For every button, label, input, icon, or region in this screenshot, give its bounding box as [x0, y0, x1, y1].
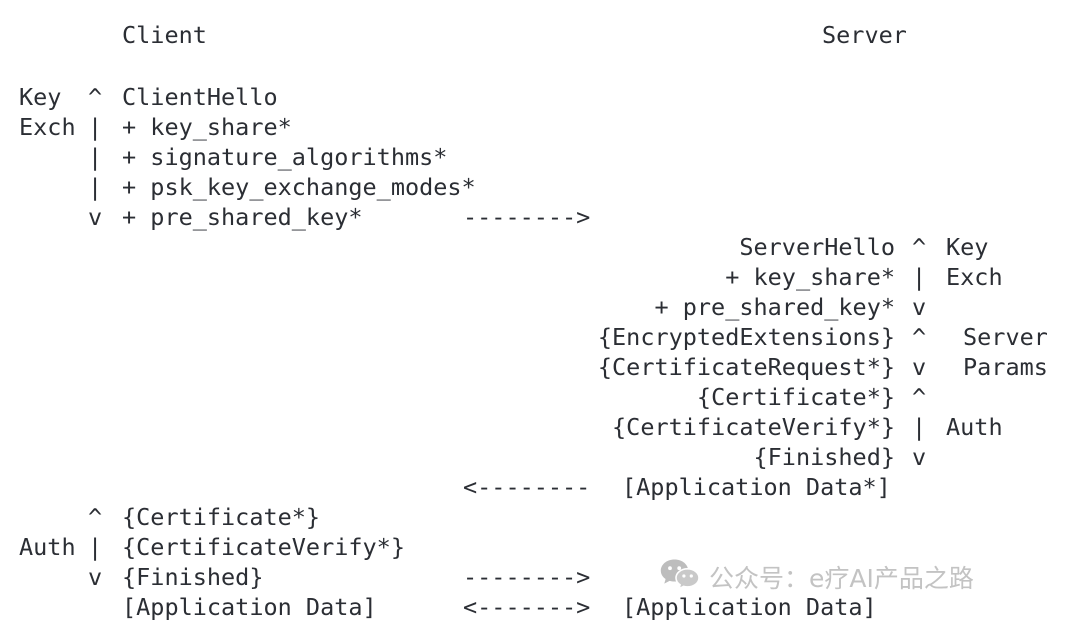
server-message-certificate-request: {CertificateRequest*}	[597, 353, 895, 381]
client-auth-label: Auth	[19, 533, 76, 561]
server-application-data: [Application Data]	[622, 593, 877, 621]
column-header-client: Client	[122, 21, 207, 49]
server-keyexch-spine-2: v	[912, 293, 927, 321]
server-message-encrypted-extensions: {EncryptedExtensions}	[597, 323, 895, 351]
client-auth-spine-0: ^	[88, 503, 103, 531]
client-message-pre-shared-key: + pre_shared_key*	[122, 203, 363, 231]
server-message-certificate-verify: {CertificateVerify*}	[612, 413, 895, 441]
server-auth-spine-0: ^	[912, 383, 927, 411]
server-params-spine-0: ^	[912, 323, 927, 351]
server-message-pre-shared-key: + pre_shared_key*	[654, 293, 895, 321]
server-keyexch-spine-1: |	[912, 263, 927, 291]
server-params-label-line-1: Server	[963, 323, 1048, 351]
server-message-finished: {Finished}	[753, 443, 895, 471]
arrow-server-to-client-1: <--------	[463, 473, 591, 501]
server-params-spine-1: v	[912, 353, 927, 381]
server-message-key-share: + key_share*	[725, 263, 895, 291]
client-message-finished: {Finished}	[122, 563, 264, 591]
client-message-client-hello: ClientHello	[122, 83, 278, 111]
client-keyexch-label-line-1: Key	[19, 83, 62, 111]
server-params-label-line-2: Params	[963, 353, 1048, 381]
client-keyexch-spine-2: |	[88, 143, 103, 171]
server-auth-spine-1: |	[912, 413, 927, 441]
client-keyexch-spine-4: v	[88, 203, 103, 231]
client-message-certificate: {Certificate*}	[122, 503, 321, 531]
server-message-certificate: {Certificate*}	[696, 383, 895, 411]
column-header-server: Server	[822, 21, 907, 49]
arrow-bidirectional-application-data: <------->	[463, 593, 591, 621]
client-message-signature-algorithms: + signature_algorithms*	[122, 143, 448, 171]
client-application-data: [Application Data]	[122, 593, 377, 621]
server-auth-spine-2: v	[912, 443, 927, 471]
server-auth-label: Auth	[946, 413, 1003, 441]
client-message-psk-key-exchange-modes: + psk_key_exchange_modes*	[122, 173, 476, 201]
server-keyexch-label-line-1: Key	[946, 233, 989, 261]
server-keyexch-spine-0: ^	[912, 233, 927, 261]
server-keyexch-label-line-2: Exch	[946, 263, 1003, 291]
server-message-application-data-star: [Application Data*]	[622, 473, 891, 501]
client-message-key-share: + key_share*	[122, 113, 292, 141]
client-message-certificate-verify: {CertificateVerify*}	[122, 533, 405, 561]
arrow-client-to-server-1: -------->	[463, 203, 591, 231]
client-auth-spine-2: v	[88, 563, 103, 591]
client-keyexch-label-line-2: Exch	[19, 113, 76, 141]
client-keyexch-spine-1: |	[88, 113, 103, 141]
arrow-client-to-server-2: -------->	[463, 563, 591, 591]
server-message-server-hello: ServerHello	[739, 233, 895, 261]
client-keyexch-spine-0: ^	[88, 83, 103, 111]
client-keyexch-spine-3: |	[88, 173, 103, 201]
client-auth-spine-1: |	[88, 533, 103, 561]
